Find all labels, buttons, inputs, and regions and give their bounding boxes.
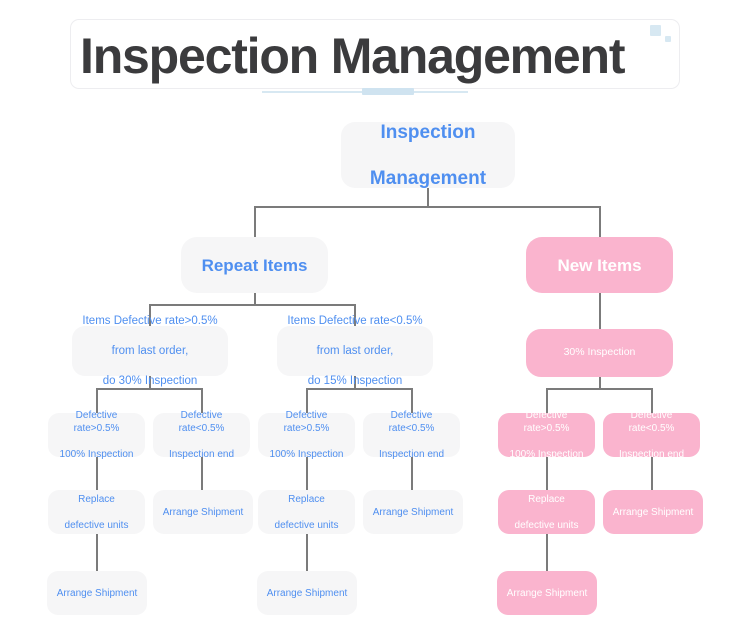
node-repeat-low-final-shipment[interactable]: Arrange Shipment	[257, 571, 357, 615]
header-card	[70, 19, 680, 89]
node-repeat-low-defective[interactable]: Items Defective rate<0.5% from last orde…	[277, 315, 433, 387]
connector-new-fail-to-replace	[546, 457, 548, 490]
connector-repeat-high-to-fail	[96, 388, 98, 413]
node-new-30-inspection[interactable]: 30% Inspection	[526, 329, 673, 377]
connector-repeat-high-pass-to-ship	[201, 457, 203, 490]
title-underline-thick	[362, 88, 414, 95]
connector-new30-to-pass	[651, 388, 653, 413]
node-root-line1: Inspection	[380, 121, 476, 143]
node-new-replace[interactable]: Replace defective units	[498, 490, 595, 534]
node-repeat-low-fail-line1: Defective rate>0.5%	[283, 410, 330, 434]
node-repeat-low-pass[interactable]: Defective rate<0.5% Inspection end	[363, 410, 460, 460]
node-new-pass-shipment[interactable]: Arrange Shipment	[603, 490, 703, 534]
node-repeat-high-fail-line2: 100% Inspection	[59, 449, 134, 460]
connector-repeat-low-to-pass	[411, 388, 413, 413]
node-new-fail[interactable]: Defective rate>0.5% 100% Inspection	[498, 410, 595, 460]
node-new-items-label: New Items	[557, 255, 642, 275]
node-repeat-low-replace-line2: defective units	[274, 519, 339, 531]
node-repeat-low-line1: Items Defective rate<0.5%	[287, 314, 423, 327]
decorative-square-large-icon	[650, 25, 661, 36]
node-repeat-low-final-shipment-label: Arrange Shipment	[266, 587, 348, 599]
connector-repeat-high-replace-to-ship	[96, 534, 98, 571]
connector-root-to-new	[599, 206, 601, 237]
connector-new30-to-fail	[546, 388, 548, 413]
node-repeat-low-replace[interactable]: Replace defective units	[258, 490, 355, 534]
node-repeat-low-line2: from last order,	[316, 344, 394, 357]
node-new-fail-line2: 100% Inspection	[509, 449, 584, 460]
node-repeat-high-line1: Items Defective rate>0.5%	[82, 314, 218, 327]
node-repeat-high-line3: do 30% Inspection	[102, 374, 198, 387]
node-repeat-low-pass-shipment-label: Arrange Shipment	[372, 506, 454, 518]
node-repeat-low-pass-shipment[interactable]: Arrange Shipment	[363, 490, 463, 534]
connector-new-to-30	[599, 293, 601, 329]
node-new-fail-line1: Defective rate>0.5%	[523, 410, 570, 434]
connector-new30-bus	[546, 388, 652, 390]
connector-new-replace-to-ship	[546, 534, 548, 571]
node-repeat-high-pass-shipment-label: Arrange Shipment	[162, 506, 244, 518]
node-repeat-high-defective[interactable]: Items Defective rate>0.5% from last orde…	[72, 315, 228, 387]
node-repeat-high-replace[interactable]: Replace defective units	[48, 490, 145, 534]
connector-repeat-low-fail-to-replace	[306, 457, 308, 490]
connector-repeat-high-fail-to-replace	[96, 457, 98, 490]
connector-repeat-high-to-pass	[201, 388, 203, 413]
node-new-replace-line1: Replace	[528, 493, 565, 505]
node-new-replace-line2: defective units	[514, 519, 579, 531]
node-repeat-high-replace-line2: defective units	[64, 519, 129, 531]
connector-repeat-low-bus	[306, 388, 412, 390]
connector-repeat-to-high	[149, 304, 151, 327]
connector-root-bus	[254, 206, 600, 208]
node-repeat-low-fail-line2: 100% Inspection	[269, 449, 344, 460]
node-repeat-high-fail[interactable]: Defective rate>0.5% 100% Inspection	[48, 410, 145, 460]
node-repeat-items-label: Repeat Items	[201, 255, 308, 275]
node-repeat-low-pass-line1: Defective rate<0.5%	[388, 410, 435, 434]
node-new-items[interactable]: New Items	[526, 237, 673, 293]
node-repeat-high-final-shipment-label: Arrange Shipment	[56, 587, 138, 599]
node-repeat-low-pass-line2: Inspection end	[378, 449, 445, 460]
connector-repeat-bus	[149, 304, 355, 306]
connector-repeat-to-low	[354, 304, 356, 327]
connector-root-stem	[427, 188, 429, 207]
connector-repeat-high-stem	[149, 376, 151, 389]
node-root-inspection-management[interactable]: Inspection Management	[341, 121, 515, 189]
page-title: Inspection Management	[80, 28, 626, 84]
node-new-pass[interactable]: Defective rate<0.5% Inspection end	[603, 410, 700, 460]
node-repeat-high-replace-line1: Replace	[78, 493, 115, 505]
node-new-30-label: 30% Inspection	[563, 346, 636, 359]
connector-repeat-low-stem	[354, 376, 356, 389]
connector-repeat-stem	[254, 293, 256, 305]
connector-repeat-low-to-fail	[306, 388, 308, 413]
node-repeat-high-pass-shipment[interactable]: Arrange Shipment	[153, 490, 253, 534]
node-new-final-shipment[interactable]: Arrange Shipment	[497, 571, 597, 615]
connector-repeat-low-pass-to-ship	[411, 457, 413, 490]
node-repeat-high-line2: from last order,	[111, 344, 189, 357]
node-new-pass-shipment-label: Arrange Shipment	[612, 506, 694, 518]
connector-new30-stem	[599, 376, 601, 389]
node-repeat-high-fail-line1: Defective rate>0.5%	[73, 410, 120, 434]
node-repeat-high-final-shipment[interactable]: Arrange Shipment	[47, 571, 147, 615]
connector-repeat-high-bus	[96, 388, 202, 390]
node-repeat-high-pass-line1: Defective rate<0.5%	[178, 410, 225, 434]
node-new-pass-line1: Defective rate<0.5%	[628, 410, 675, 434]
node-new-final-shipment-label: Arrange Shipment	[506, 587, 588, 599]
connector-repeat-low-replace-to-ship	[306, 534, 308, 571]
node-repeat-low-replace-line1: Replace	[288, 493, 325, 505]
decorative-square-small-icon	[665, 36, 671, 42]
node-root-line2: Management	[369, 167, 487, 189]
node-repeat-items[interactable]: Repeat Items	[181, 237, 328, 293]
node-repeat-low-fail[interactable]: Defective rate>0.5% 100% Inspection	[258, 410, 355, 460]
node-repeat-low-line3: do 15% Inspection	[307, 374, 403, 387]
connector-root-to-repeat	[254, 206, 256, 237]
node-new-pass-line2: Inspection end	[618, 449, 685, 460]
node-repeat-high-pass-line2: Inspection end	[168, 449, 235, 460]
connector-new-pass-to-ship	[651, 457, 653, 490]
node-repeat-high-pass[interactable]: Defective rate<0.5% Inspection end	[153, 410, 250, 460]
